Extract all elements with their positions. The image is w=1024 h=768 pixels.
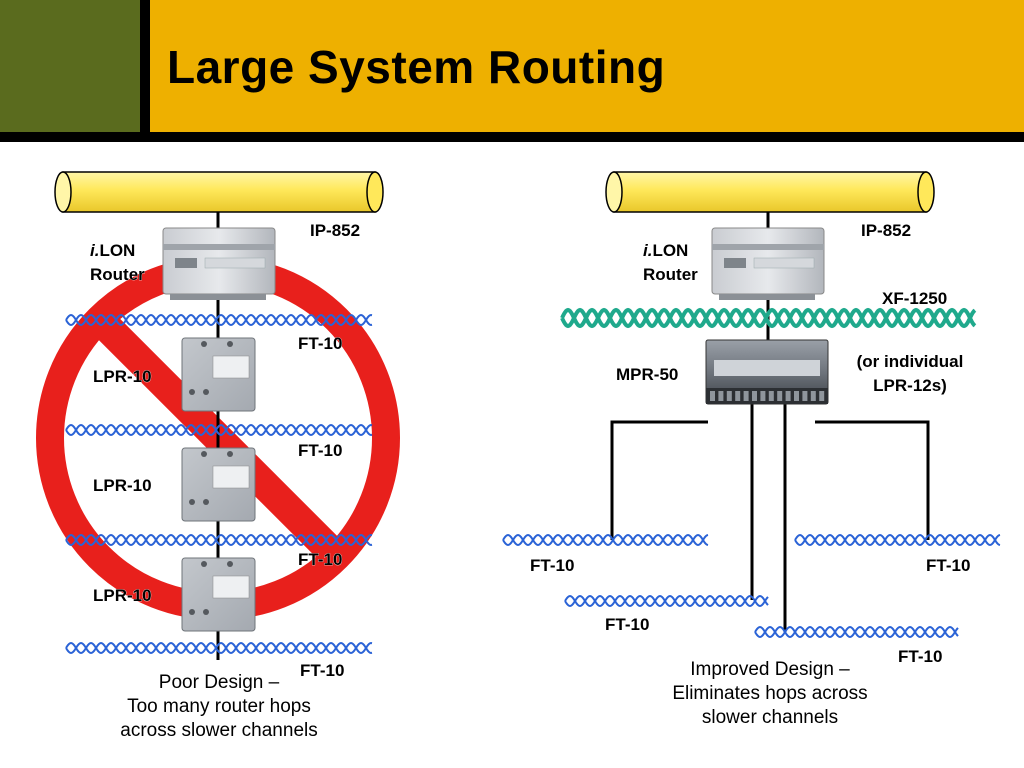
ft10-twisted-pair-right-2 bbox=[794, 533, 1001, 547]
ft10-twisted-pair-2 bbox=[65, 423, 373, 437]
left-caption: Poor Design – Too many router hops acros… bbox=[120, 672, 317, 741]
right-channel-label-4: FT-10 bbox=[898, 647, 942, 666]
ip-backbone-cylinder-icon bbox=[54, 171, 384, 213]
alt-note-line-1: (or individual bbox=[857, 352, 964, 371]
ft10-twisted-pair-right-4 bbox=[754, 625, 959, 639]
right-caption-line-1: Improved Design – bbox=[690, 659, 850, 680]
right-channel-label-2: FT-10 bbox=[926, 556, 970, 575]
right-channel-label-1: FT-10 bbox=[530, 556, 574, 575]
left-device-label-1: LPR-10 bbox=[93, 367, 152, 386]
xf1250-twisted-pair bbox=[560, 307, 977, 329]
left-backbone-label: IP-852 bbox=[310, 221, 360, 240]
right-caption: Improved Design – Eliminates hops across… bbox=[672, 659, 867, 728]
right-channel-label-3: FT-10 bbox=[605, 615, 649, 634]
ft10-twisted-pair-3 bbox=[65, 533, 373, 547]
header-divider-vertical bbox=[140, 0, 150, 142]
right-router-label-line2: Router bbox=[643, 265, 698, 284]
left-channel-label-1: FT-10 bbox=[298, 334, 342, 353]
mpr-50-label: MPR-50 bbox=[616, 365, 678, 384]
mpr-channel-wires bbox=[610, 404, 930, 632]
right-caption-line-2: Eliminates hops across bbox=[672, 683, 867, 704]
left-device-label-2: LPR-10 bbox=[93, 476, 152, 495]
left-channel-label-4: FT-10 bbox=[300, 661, 344, 680]
left-lpr-devices bbox=[181, 337, 256, 632]
header-band bbox=[150, 0, 1024, 132]
header-accent-block bbox=[0, 0, 140, 132]
page-title: Large System Routing bbox=[167, 41, 666, 93]
ft10-twisted-pair-1 bbox=[65, 313, 373, 327]
ft10-twisted-pair-right-3 bbox=[564, 594, 769, 608]
alt-note-line-2: LPR-12s) bbox=[873, 376, 947, 395]
xf1250-channel bbox=[560, 307, 977, 329]
ft10-twisted-pair-4 bbox=[65, 641, 373, 655]
left-device-label-3: LPR-10 bbox=[93, 586, 152, 605]
left-ft10-channels bbox=[65, 313, 373, 655]
header-divider-horizontal bbox=[0, 132, 1024, 142]
left-caption-line-1: Poor Design – bbox=[159, 672, 280, 693]
xf1250-label: XF-1250 bbox=[882, 289, 947, 308]
right-caption-line-3: slower channels bbox=[702, 707, 838, 728]
left-caption-line-3: across slower channels bbox=[120, 720, 317, 741]
mpr-50-router-icon bbox=[705, 339, 829, 405]
ft10-twisted-pair-right-1 bbox=[502, 533, 709, 547]
right-ft10-channels bbox=[502, 533, 1001, 639]
left-channel-label-2: FT-10 bbox=[298, 441, 342, 460]
left-router-label-line2: Router bbox=[90, 265, 145, 284]
right-backbone-label: IP-852 bbox=[861, 221, 911, 240]
left-router-label-line1: i.LON bbox=[90, 241, 135, 260]
right-router-label-line1: i.LON bbox=[643, 241, 688, 260]
lpr-10-router-icon bbox=[181, 337, 256, 412]
left-channel-label-3: FT-10 bbox=[298, 550, 342, 569]
lpr-10-router-icon bbox=[181, 447, 256, 522]
left-caption-line-2: Too many router hops bbox=[127, 696, 311, 717]
lpr-10-router-icon bbox=[181, 557, 256, 632]
din-rail-router-icon bbox=[162, 227, 276, 300]
ip-backbone-cylinder-icon-right bbox=[605, 171, 935, 213]
din-rail-router-icon-right bbox=[711, 227, 825, 300]
